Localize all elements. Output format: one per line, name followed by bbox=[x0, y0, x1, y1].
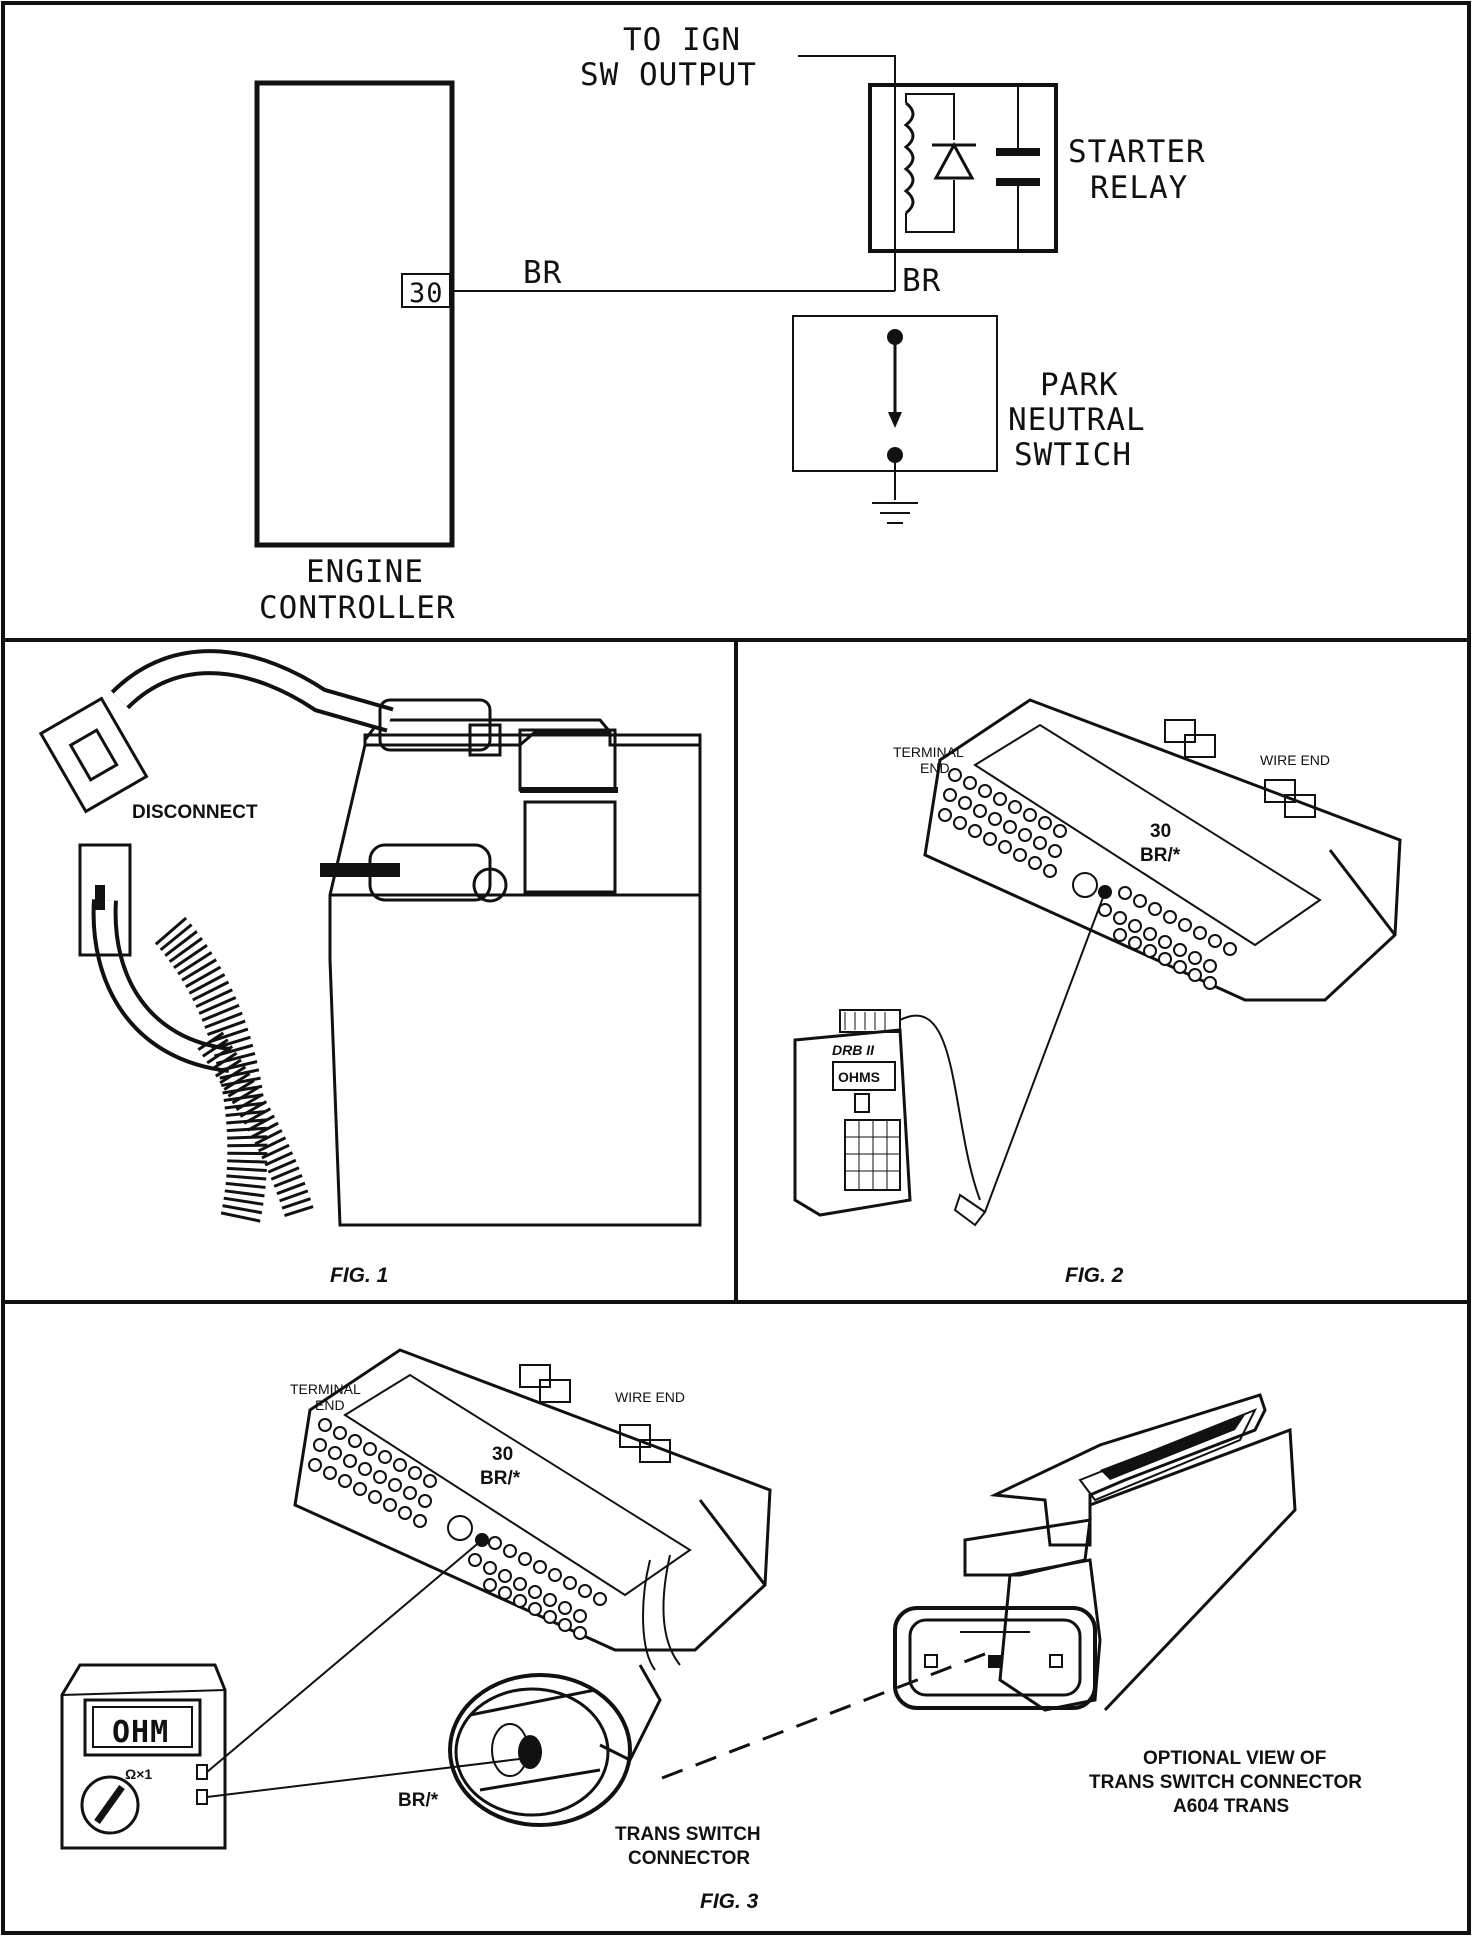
trans-switch-label-1: TRANS SWITCH bbox=[615, 1824, 761, 1845]
disconnect-label: DISCONNECT bbox=[132, 802, 258, 823]
starter-relay-box bbox=[868, 83, 1058, 253]
connector-wire-label: BR/* bbox=[398, 1790, 439, 1811]
ohmmeter-icon: OHM Ω×1 bbox=[60, 1663, 227, 1850]
drb-ii-brand-label: DRB II bbox=[832, 1042, 875, 1058]
fig3-pin-label: 30 bbox=[492, 1444, 513, 1465]
fig3-controller-connector: 30 BR/* TERMINAL END WIRE END bbox=[290, 1348, 772, 1652]
a604-trans-connector-icon bbox=[893, 1393, 1297, 1712]
switch-arrow-icon bbox=[888, 412, 902, 428]
optional-view-label-3: A604 TRANS bbox=[1173, 1796, 1289, 1817]
fig3-wire-label: BR/* bbox=[480, 1468, 521, 1489]
fig2-pin-array bbox=[938, 768, 1237, 990]
engine-controller-box bbox=[254, 80, 455, 548]
ign-label-line2: SW OUTPUT bbox=[580, 57, 757, 93]
battery-icon bbox=[328, 733, 702, 1227]
ohmmeter-range-label: Ω×1 bbox=[125, 1766, 152, 1782]
relay-label-line1: STARTER bbox=[1068, 134, 1206, 170]
fig2-connector-test: 30 BR/* TERMINAL END WIRE END DRB II OHM… bbox=[793, 698, 1402, 1287]
ohmmeter-display: OHM bbox=[112, 1715, 169, 1750]
controller-label: CONTROLLER bbox=[259, 590, 456, 626]
br-wire-label-right: BR bbox=[902, 263, 941, 299]
trans-switch-connector-icon bbox=[448, 1554, 681, 1827]
fig3-terminal-label-1: TERMINAL bbox=[290, 1381, 361, 1397]
switch-label-line2: NEUTRAL bbox=[1008, 402, 1146, 438]
drb-ii-tester-icon: DRB II OHMS bbox=[793, 1009, 912, 1217]
pin-30-label: 30 bbox=[409, 278, 444, 309]
relay-coil bbox=[903, 101, 915, 215]
fig2-caption: FIG. 2 bbox=[1065, 1264, 1124, 1287]
trans-switch-label-2: CONNECTOR bbox=[628, 1848, 750, 1869]
relay-label-line2: RELAY bbox=[1090, 170, 1188, 206]
wiring-schematic: 30 ENGINE CONTROLLER BR BR TO IGN SW OUT… bbox=[254, 22, 1206, 626]
fig3-pin-array bbox=[308, 1418, 607, 1640]
switch-label-line1: PARK bbox=[1040, 367, 1119, 403]
fig2-terminal-label-1: TERMINAL bbox=[893, 744, 964, 760]
ign-feed-wire bbox=[798, 55, 896, 85]
br-wire-label-left: BR bbox=[523, 255, 562, 291]
fig2-wire-label: BR/* bbox=[1140, 845, 1181, 866]
optional-view-label-2: TRANS SWITCH CONNECTOR bbox=[1089, 1772, 1362, 1793]
fig2-wire-end-label: WIRE END bbox=[1260, 752, 1330, 768]
fig1-caption: FIG. 1 bbox=[330, 1264, 388, 1287]
drb-ii-display: OHMS bbox=[838, 1069, 880, 1085]
fig2-controller-connector: 30 BR/* TERMINAL END WIRE END bbox=[893, 698, 1402, 1002]
ground-icon bbox=[872, 463, 918, 524]
fig3-terminal-label-2: END bbox=[315, 1397, 345, 1413]
fig2-terminal-label-2: END bbox=[920, 760, 950, 776]
ohmmeter-dial bbox=[80, 1775, 140, 1835]
switch-label-line3: SWTICH bbox=[1014, 437, 1132, 473]
fig1-battery: DISCONNECT FIG. 1 bbox=[38, 649, 702, 1287]
relay-diode bbox=[933, 141, 975, 180]
optional-view-label-1: OPTIONAL VIEW OF bbox=[1143, 1748, 1326, 1769]
engine-label: ENGINE bbox=[306, 554, 424, 590]
fig2-pin-label: 30 bbox=[1150, 821, 1171, 842]
fig3-caption: FIG. 3 bbox=[700, 1890, 759, 1913]
fig3-ohmmeter-test: 30 BR/* TERMINAL END WIRE END OHM Ω×1 bbox=[60, 1348, 1362, 1913]
fig3-wire-end-label: WIRE END bbox=[615, 1389, 685, 1405]
ign-label-line1: TO IGN bbox=[623, 22, 741, 58]
